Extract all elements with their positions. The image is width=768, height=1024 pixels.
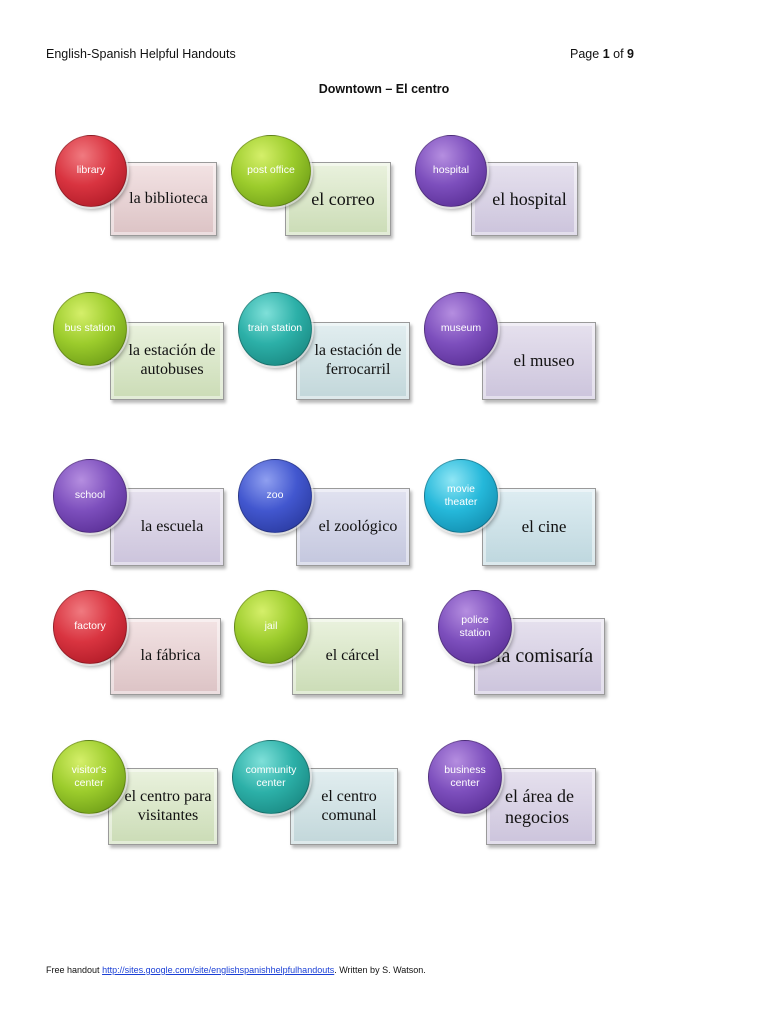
spanish-term-box: la estación de ferrocarril — [296, 322, 410, 400]
page-of: of — [613, 47, 624, 61]
english-term-circle: factory — [53, 590, 127, 664]
english-term-circle: library — [55, 135, 127, 207]
english-term-circle: hospital — [415, 135, 487, 207]
page-title: Downtown – El centro — [318, 82, 450, 96]
spanish-term-box: el museo — [482, 322, 596, 400]
footer-link[interactable]: http://sites.google.com/site/englishspan… — [102, 965, 335, 975]
english-term-circle: visitor's center — [52, 740, 126, 814]
spanish-term-box: el cine — [482, 488, 596, 566]
english-term-circle: zoo — [238, 459, 312, 533]
spanish-term-box: la estación de autobuses — [110, 322, 224, 400]
header-title: English-Spanish Helpful Handouts — [46, 47, 236, 61]
english-term-circle: movie theater — [424, 459, 498, 533]
page-indicator: Page 1 of 9 — [570, 47, 634, 61]
english-term-circle: train station — [238, 292, 312, 366]
page-total: 9 — [627, 47, 634, 61]
footer-prefix: Free handout — [46, 965, 100, 975]
spanish-term-box: el área de negocios — [486, 768, 596, 845]
english-term-circle: post office — [231, 135, 311, 207]
spanish-term-box: el zoológico — [296, 488, 410, 566]
spanish-term-box: el centro para visitantes — [108, 768, 218, 845]
english-term-circle: police station — [438, 590, 512, 664]
english-term-circle: school — [53, 459, 127, 533]
english-term-circle: bus station — [53, 292, 127, 366]
english-term-circle: community center — [232, 740, 310, 814]
footer-suffix: . Written by S. Watson. — [334, 965, 426, 975]
spanish-term-box: el cárcel — [292, 618, 403, 695]
spanish-term-box: la escuela — [110, 488, 224, 566]
page-current: 1 — [602, 47, 610, 61]
spanish-term-box: la biblioteca — [110, 162, 217, 236]
english-term-circle: jail — [234, 590, 308, 664]
spanish-term-box: el hospital — [471, 162, 578, 236]
spanish-term-box: la fábrica — [110, 618, 221, 695]
english-term-circle: business center — [428, 740, 502, 814]
page-prefix: Page — [570, 47, 600, 61]
footer: Free handout http://sites.google.com/sit… — [46, 965, 426, 975]
spanish-term-box: el centro comunal — [290, 768, 398, 845]
english-term-circle: museum — [424, 292, 498, 366]
